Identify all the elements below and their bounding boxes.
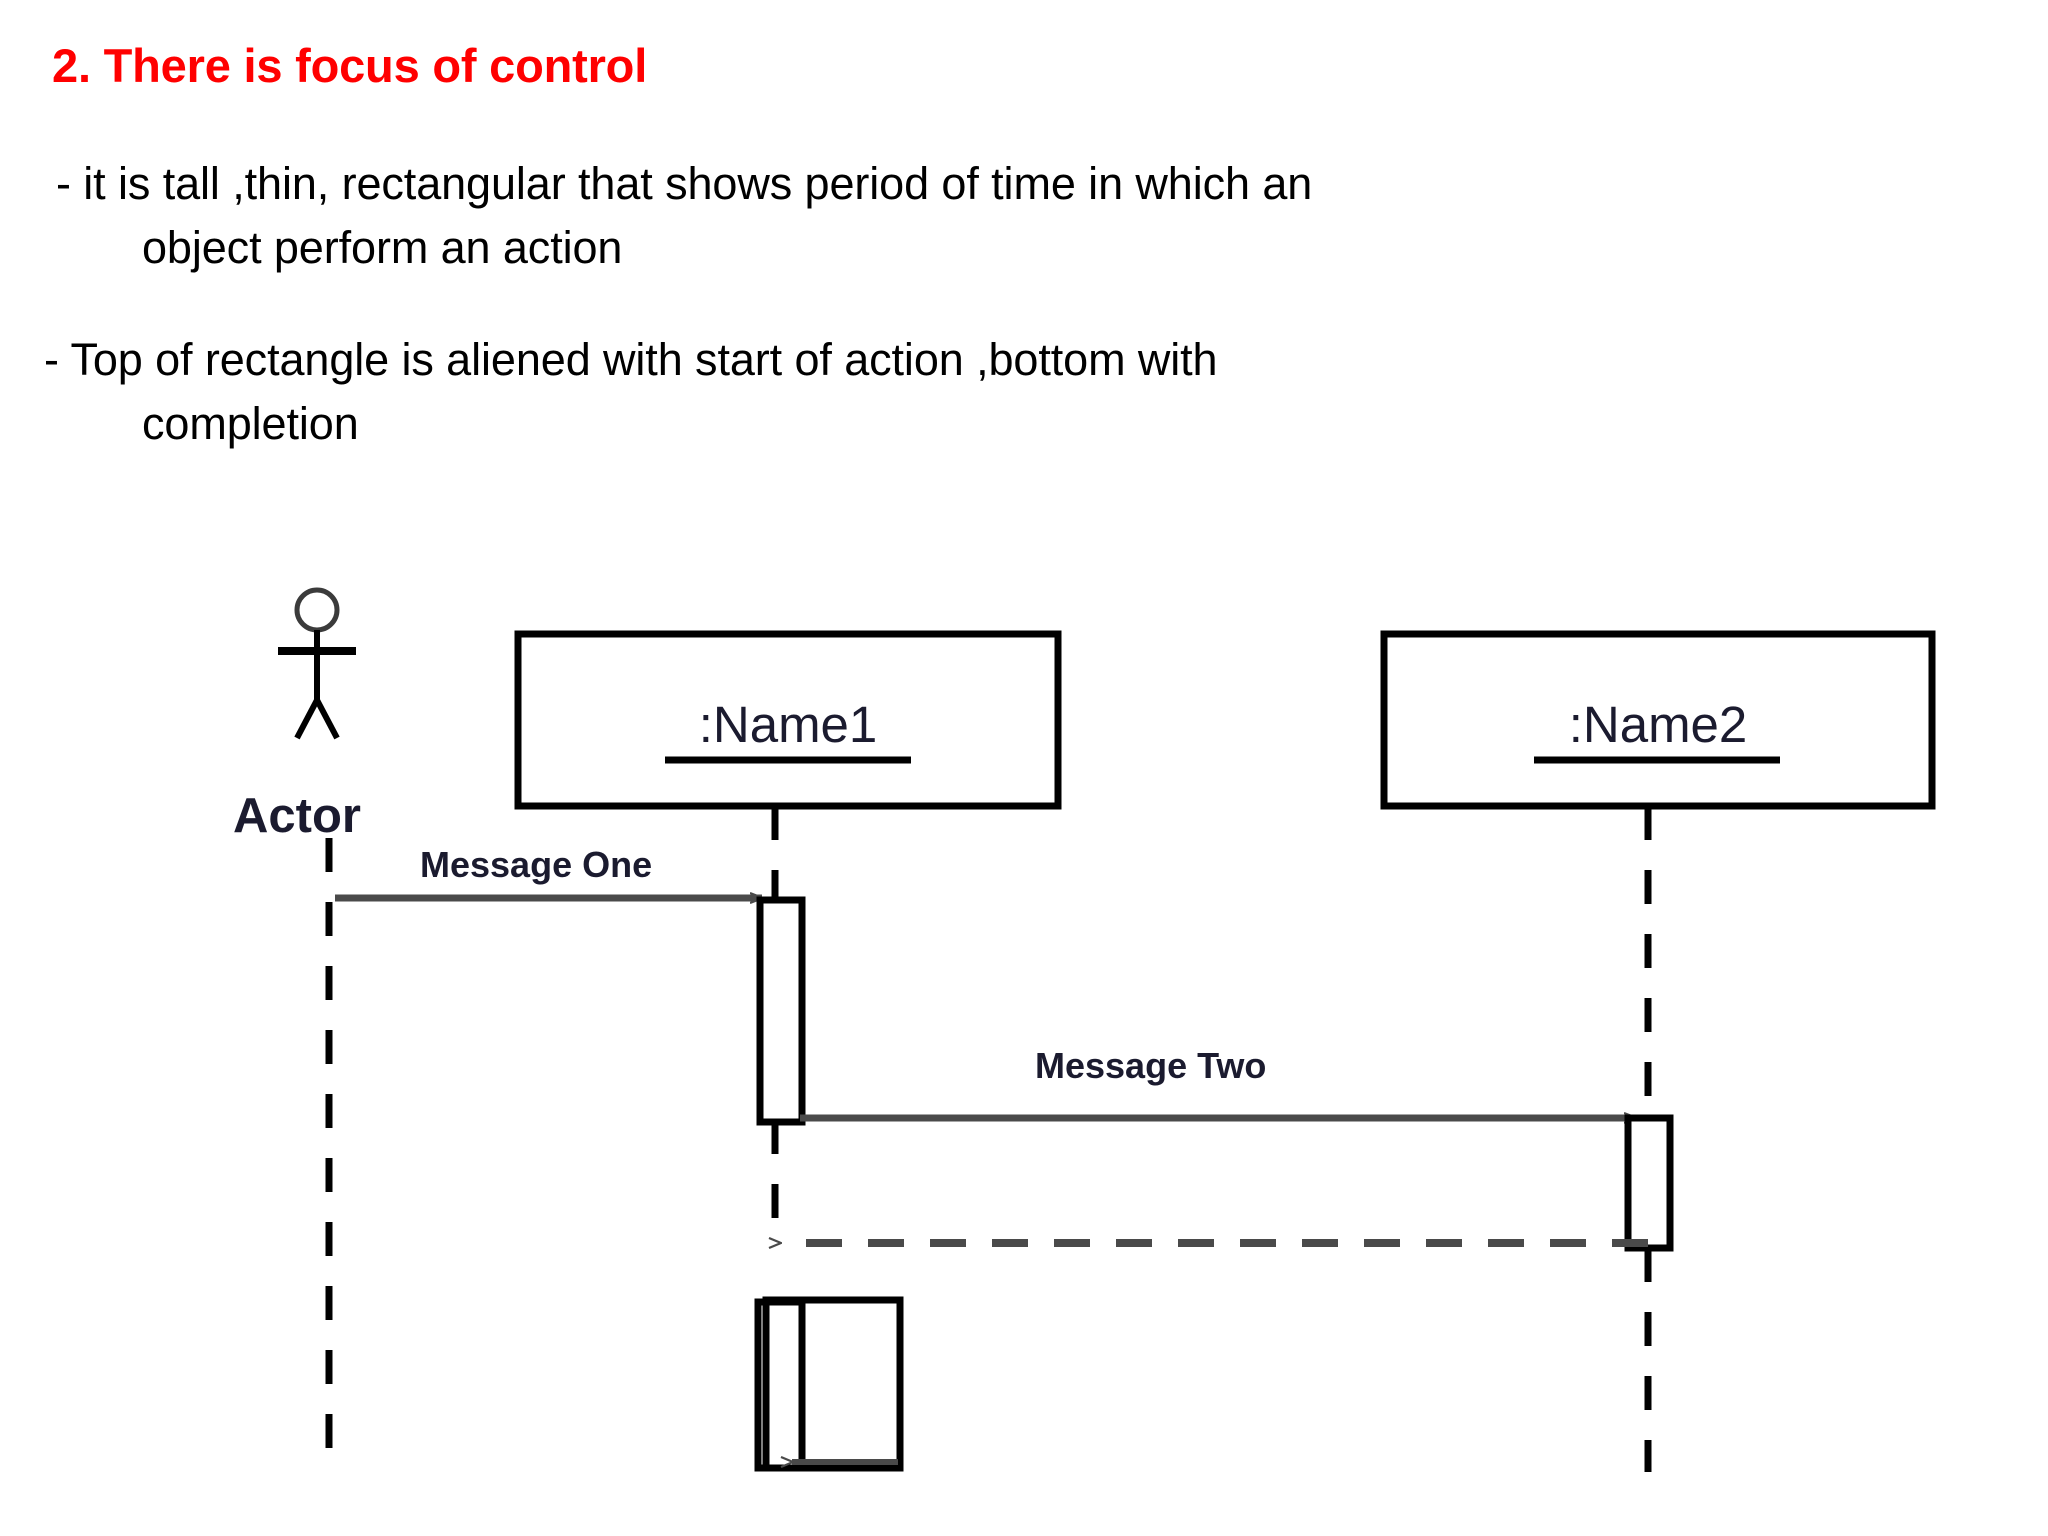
- bullet-item-1: - it is tall ,thin, rectangular that sho…: [56, 152, 1936, 280]
- object-box-name1[interactable]: :Name1: [514, 630, 1062, 810]
- bullet-item-2: - Top of rectangle is aliened with start…: [44, 328, 1924, 456]
- bullet-2-line-1: - Top of rectangle is aliened with start…: [44, 334, 1218, 385]
- page-title: 2. There is focus of control: [52, 39, 648, 92]
- message-two-label: Message Two: [1035, 1045, 1266, 1086]
- actor-label: Actor: [233, 789, 361, 843]
- stick-figure-actor-icon: [278, 587, 356, 740]
- activation-bar-name2: [1624, 1114, 1674, 1252]
- object-box-name2[interactable]: :Name2: [1380, 630, 1936, 810]
- bullet-1-line-1: - it is tall ,thin, rectangular that sho…: [56, 158, 1313, 209]
- self-call-box-name1: [762, 1296, 904, 1472]
- bullet-1-line-2: object perform an action: [142, 221, 623, 273]
- object-box-name2-label: :Name2: [1569, 696, 1748, 753]
- bullet-2-line-2: completion: [142, 397, 359, 449]
- activation-bar-name1-primary: [756, 896, 806, 1126]
- object-box-name1-label: :Name1: [699, 696, 878, 753]
- message-one-label: Message One: [420, 844, 652, 885]
